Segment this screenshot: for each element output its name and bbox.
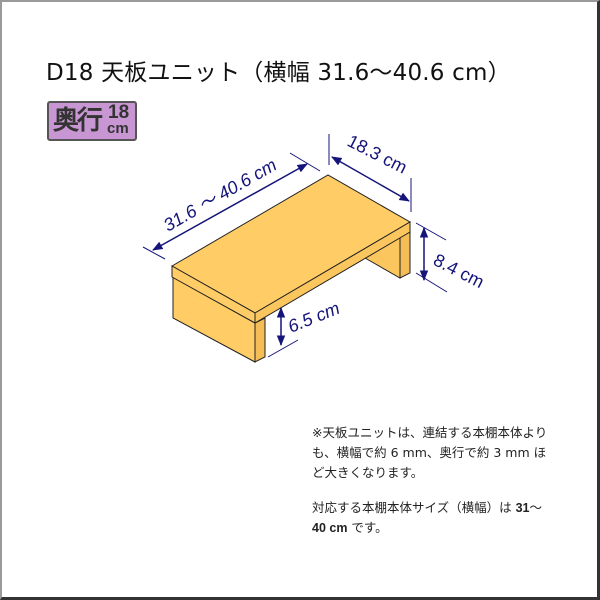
page-title: D18 天板ユニット（横幅 31.6～40.6 cm） bbox=[46, 60, 511, 86]
width-extension-left bbox=[142, 246, 166, 260]
compatibility-note: 対応する本棚本体サイズ（横幅）は 31～ 40 cm です。 bbox=[312, 498, 592, 538]
height-dimension: 8.4 cm bbox=[415, 222, 487, 293]
depth-arrow bbox=[331, 156, 410, 202]
size-note-line: も、横幅で約 6 mm、奥行で約 3 mm ほ bbox=[312, 445, 547, 460]
width-arrow bbox=[152, 163, 308, 251]
size-note-line: ど大きくなります。 bbox=[312, 465, 424, 480]
width-extension-right bbox=[289, 152, 321, 172]
height-extension-top bbox=[415, 222, 447, 241]
compat-range-sep: ～ bbox=[529, 500, 543, 515]
compat-suffix: です。 bbox=[347, 520, 388, 535]
depth-label: 18.3 cm bbox=[344, 131, 410, 178]
clearance-extension-bottom bbox=[267, 339, 299, 358]
depth-badge-label: 奥行 bbox=[53, 106, 103, 136]
left-block-front-face bbox=[254, 317, 266, 363]
depth-badge: 奥行 18 cm bbox=[47, 101, 137, 141]
height-extension-bottom bbox=[415, 272, 448, 293]
size-note-line: ※天板ユニットは、連結する本棚本体より bbox=[312, 425, 548, 440]
height-label: 8.4 cm bbox=[430, 250, 487, 292]
size-note: ※天板ユニットは、連結する本棚本体より も、横幅で約 6 mm、奥行で約 3 m… bbox=[312, 423, 592, 483]
right-leg-front-face bbox=[399, 231, 411, 279]
depth-badge-value: 18 bbox=[108, 102, 130, 123]
compat-prefix: 対応する本棚本体サイズ（横幅）は bbox=[312, 500, 516, 515]
left-block bbox=[172, 276, 266, 363]
compat-max-width: 40 cm bbox=[312, 521, 348, 535]
compat-min-width: 31 bbox=[515, 501, 530, 515]
depth-badge-unit: cm bbox=[107, 120, 129, 137]
clearance-label: 6.5 cm bbox=[285, 298, 343, 337]
top-slab-front-edge bbox=[254, 221, 411, 324]
